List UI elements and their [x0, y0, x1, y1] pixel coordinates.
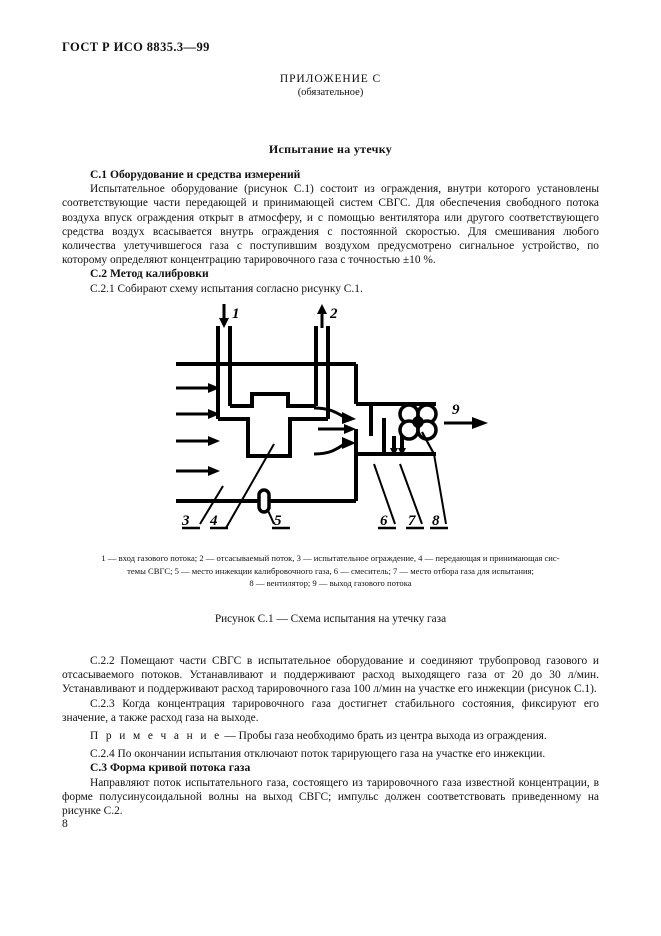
- duct-inflow-arrows: [313, 406, 356, 456]
- paragraph-c1-body: Испытательное оборудование (рисунок С.1)…: [62, 183, 599, 267]
- annex-subtitle: (обязательное): [297, 87, 364, 98]
- gas-injection-port: [256, 488, 271, 514]
- annex-title: ПРИЛОЖЕНИЕ С: [279, 73, 382, 85]
- svgs-inner-body: [229, 392, 316, 408]
- sampling-arrowheads: [389, 448, 406, 456]
- callout-5: 5: [274, 513, 282, 529]
- note-label: П р и м е ч а н и е: [90, 730, 222, 743]
- section-heading-c2: С.2 Метод калибровки: [90, 267, 209, 281]
- paragraph-c2-1: С.2.1 Собирают схему испытания согласно …: [90, 282, 363, 295]
- callout-7: 7: [408, 513, 416, 529]
- callout-4: 4: [209, 513, 218, 529]
- callout-numbers: 1 2 3 4 5 6 7 8 9: [181, 306, 460, 529]
- figure-legend-line-3: 8 — вентилятор; 9 — выход газового поток…: [249, 578, 412, 588]
- annex-heading-block: ПРИЛОЖЕНИЕ С (обязательное): [0, 73, 661, 98]
- callout-3: 3: [181, 513, 190, 529]
- paragraph-c2-2: С.2.2 Помещают части СВГС в испытательно…: [62, 655, 599, 696]
- page-number: 8: [62, 818, 68, 830]
- body-text-upper: С.1 Оборудование и средства измерений Ис…: [62, 168, 599, 296]
- callout-1: 1: [232, 306, 240, 322]
- arrow-inlet-1: [218, 304, 229, 328]
- note-text: — Пробы газа необходимо брать из центра …: [221, 730, 547, 743]
- figure-legend-line-1: 1 — вход газового потока; 2 — отсасываем…: [101, 553, 560, 563]
- section-heading-c3: С.3 Форма кривой потока газа: [90, 761, 251, 775]
- paragraph-note: П р и м е ч а н и е — Пробы газа необход…: [62, 729, 599, 743]
- fan-leader-line: [420, 431, 435, 455]
- figure-c1: 1 2 3 4 5 6 7 8 9: [0, 296, 661, 541]
- paragraph-c2-3: С.2.3 Когда концентрация тарировочного г…: [62, 697, 599, 724]
- callout-2: 2: [329, 306, 338, 322]
- arrow-outlet-2: [316, 304, 327, 328]
- outlet-flow-arrow: [443, 417, 488, 429]
- figure-c1-schematic: 1 2 3 4 5 6 7 8 9: [175, 304, 488, 530]
- section-heading-c1: С.1 Оборудование и средства измерений: [90, 168, 301, 181]
- callout-8: 8: [432, 513, 440, 529]
- page-title: Испытание на утечку: [268, 142, 393, 156]
- inflow-arrows: [175, 383, 220, 476]
- document-header-standard-number: ГОСТ Р ИСО 8835.3—99: [62, 40, 210, 54]
- callout-9: 9: [452, 402, 460, 418]
- callout-leader-lines: [198, 443, 447, 529]
- callout-6: 6: [380, 513, 388, 529]
- figure-legend: 1 — вход газового потока; 2 — отсасываем…: [62, 552, 599, 590]
- fan-icon: [397, 403, 438, 441]
- figure-legend-line-2: темы СВГС; 5 — место инжекции калибровоч…: [127, 565, 534, 576]
- svgs-outer-body: [217, 417, 328, 458]
- figure-caption: Рисунок С.1 — Схема испытания на утечку …: [214, 613, 447, 625]
- body-text-lower: С.2.2 Помещают части СВГС в испытательно…: [62, 654, 599, 818]
- paragraph-c3-body: Направляют поток испытательного газа, со…: [62, 776, 599, 818]
- paragraph-c2-4: С.2.4 По окончании испытания отключают п…: [90, 748, 546, 761]
